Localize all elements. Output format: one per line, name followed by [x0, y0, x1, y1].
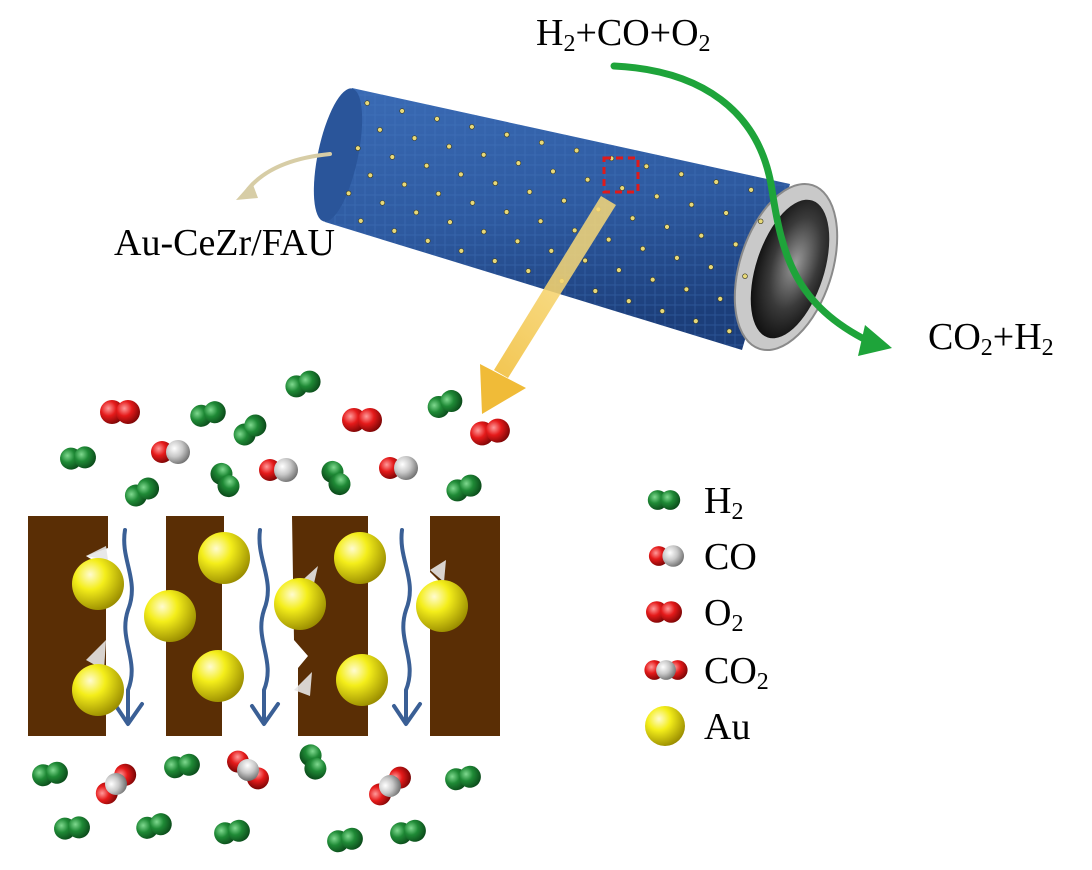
surface-au-dot	[605, 236, 612, 243]
surface-au-dot	[550, 168, 556, 175]
surface-au-dot	[582, 257, 588, 264]
legend-h2: H2	[704, 480, 744, 525]
surface-au-dot	[377, 127, 383, 133]
surface-au-dot	[537, 218, 544, 224]
surface-au-dot	[708, 264, 714, 270]
surface-au-dot	[435, 191, 442, 197]
surface-au-dot	[678, 171, 684, 177]
surface-au-dot	[629, 215, 636, 221]
surface-au-dot	[469, 124, 475, 130]
surface-au-dot	[688, 202, 695, 208]
surface-au-dot	[561, 198, 567, 204]
surface-au-dot	[548, 248, 554, 254]
surface-au-dot	[399, 108, 405, 114]
legend-au: Au	[704, 706, 751, 748]
feed-molecules	[59, 367, 512, 511]
surface-au-dot	[389, 154, 395, 160]
surface-au-dot	[413, 209, 419, 216]
membrane-label-arrow	[236, 152, 332, 200]
surface-au-dot	[379, 200, 386, 206]
surface-au-dot	[616, 267, 622, 273]
surface-au-dot	[649, 277, 656, 283]
legend-co: CO	[704, 536, 757, 578]
surface-au-dot	[469, 200, 476, 206]
co2-molecule-icon	[644, 660, 688, 680]
au-particles	[72, 532, 468, 716]
h2-molecule-icon	[647, 490, 681, 510]
surface-au-dot	[713, 179, 719, 185]
surface-au-dot	[492, 258, 498, 264]
surface-au-dot	[446, 143, 452, 150]
surface-au-dot	[391, 228, 397, 234]
surface-au-dot	[364, 100, 370, 106]
surface-au-dot	[434, 116, 440, 122]
surface-au-dot	[458, 248, 464, 254]
gas-flow-arrow	[610, 62, 892, 356]
surface-au-dot	[538, 139, 545, 146]
surface-au-dot	[571, 227, 578, 234]
surface-au-dot	[355, 145, 361, 151]
surface-au-dot	[573, 147, 580, 154]
surface-au-dot	[732, 241, 739, 248]
surface-au-dot	[717, 296, 723, 302]
surface-au-dot	[664, 224, 670, 230]
surface-au-dot	[592, 288, 598, 294]
product-gas-label: CO2+H2	[928, 316, 1054, 361]
product-molecules	[30, 741, 483, 854]
surface-au-dot	[447, 219, 453, 225]
surface-au-dot	[401, 181, 408, 188]
membrane-tube	[313, 88, 839, 352]
surface-au-dot	[425, 238, 431, 244]
surface-au-dot	[626, 298, 632, 304]
surface-au-dot	[515, 160, 522, 166]
surface-au-dot	[619, 185, 625, 191]
legend-o2: O2	[704, 592, 744, 637]
legend-icons	[644, 490, 688, 746]
surface-au-dot	[481, 152, 487, 158]
o2-molecule-icon	[646, 601, 682, 623]
surface-au-dot	[698, 233, 704, 239]
surface-au-dot	[643, 163, 650, 170]
surface-au-dot	[654, 193, 660, 200]
surface-au-dot	[659, 308, 665, 314]
surface-au-dot	[458, 171, 464, 178]
surface-au-dot	[504, 132, 510, 138]
surface-au-dot	[742, 273, 748, 279]
surface-au-dot	[345, 190, 352, 197]
surface-au-dot	[683, 286, 690, 292]
feed-gas-label: H2+CO+O2	[536, 12, 711, 57]
surface-au-dot	[525, 268, 531, 274]
zoom-highlight-box	[602, 156, 640, 194]
surface-au-dot	[358, 218, 364, 224]
surface-au-dot	[640, 246, 646, 252]
surface-au-dot	[514, 238, 521, 245]
surface-au-dot	[481, 229, 487, 235]
surface-au-dot	[584, 177, 591, 183]
surface-au-dot	[492, 180, 498, 186]
pore-cross-section	[28, 516, 500, 736]
au-particle-icon	[645, 706, 685, 746]
diffusion-arrows	[122, 528, 412, 722]
surface-au-dot	[674, 255, 680, 261]
surface-au-dot	[526, 189, 533, 195]
surface-au-dot	[726, 328, 732, 334]
co-molecule-icon	[648, 545, 684, 567]
surface-au-dot	[748, 187, 754, 193]
zoom-arrow	[480, 196, 616, 414]
surface-au-dot	[693, 318, 699, 324]
legend-co2: CO2	[704, 650, 769, 695]
surface-au-dot	[757, 218, 764, 225]
membrane-label: Au-CeZr/FAU	[114, 222, 335, 264]
surface-au-dot	[367, 172, 373, 179]
surface-au-dot	[723, 210, 729, 216]
surface-au-dot	[503, 209, 510, 215]
surface-au-dot	[411, 135, 418, 141]
surface-au-dot	[423, 163, 430, 169]
